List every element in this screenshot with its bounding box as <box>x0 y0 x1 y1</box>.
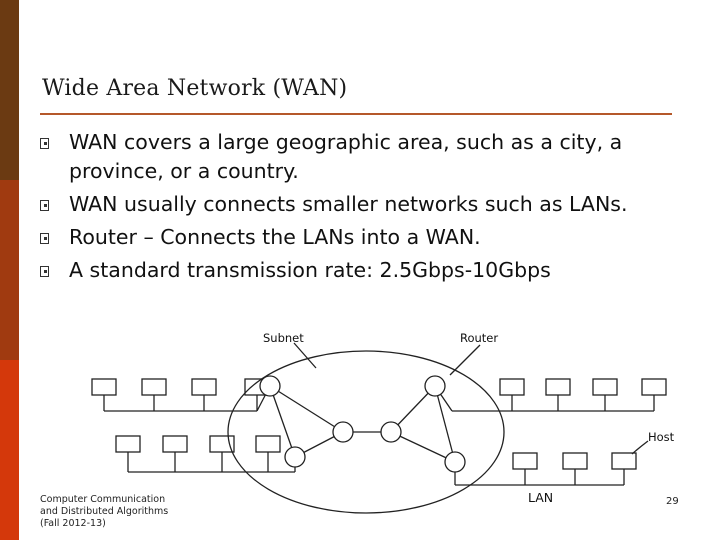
strip-segment-2 <box>0 180 19 360</box>
lan-top-left <box>91 378 271 412</box>
bullet-text: A standard transmission rate: 2.5Gbps-10… <box>69 258 551 282</box>
bullet-item: WAN covers a large geographic area, such… <box>38 128 688 186</box>
router-label: Router <box>460 331 499 345</box>
bullet-square-icon <box>40 138 49 149</box>
footer-line: and Distributed Algorithms <box>40 506 169 517</box>
left-color-strip <box>0 0 19 540</box>
host-label: Host <box>648 430 675 444</box>
bullet-text: WAN usually connects smaller networks su… <box>69 192 628 216</box>
router-node <box>259 375 281 397</box>
bullet-square-icon <box>40 266 49 277</box>
strip-segment-3 <box>0 360 19 540</box>
lan-label: LAN <box>528 490 554 505</box>
lan-bottom-left <box>115 435 296 473</box>
routers <box>259 375 466 473</box>
bullet-square-icon <box>40 233 49 244</box>
strip-segment-1 <box>0 0 19 180</box>
bullet-item: Router – Connects the LANs into a WAN. <box>38 223 688 252</box>
bullet-text: Router – Connects the LANs into a WAN. <box>69 225 481 249</box>
subnet-ellipse <box>227 350 505 514</box>
footer-line: Computer Communication <box>40 494 166 505</box>
bullet-item: A standard transmission rate: 2.5Gbps-10… <box>38 256 688 285</box>
slide-title: Wide Area Network (WAN) <box>42 76 348 101</box>
router-pointer-line <box>449 344 481 376</box>
subnet-label: Subnet <box>263 331 304 345</box>
subnet-pointer-line <box>293 342 317 369</box>
bullet-list: WAN covers a large geographic area, such… <box>38 128 688 285</box>
router-node <box>284 446 306 468</box>
lan-top-right <box>434 378 667 412</box>
footer-course: Computer Communication and Distributed A… <box>40 494 168 530</box>
router-node <box>444 451 466 473</box>
page-number: 29 <box>666 496 679 507</box>
bullet-text: WAN covers a large geographic area, such… <box>69 130 623 183</box>
router-node <box>424 375 446 397</box>
router-node <box>380 421 402 443</box>
bullet-item: WAN usually connects smaller networks su… <box>38 190 688 219</box>
lan-bottom-right <box>454 452 637 486</box>
router-node <box>332 421 354 443</box>
title-underline <box>40 113 672 115</box>
footer-line: (Fall 2012-13) <box>40 518 106 529</box>
bullet-square-icon <box>40 200 49 211</box>
host-pointer-line <box>631 440 649 455</box>
